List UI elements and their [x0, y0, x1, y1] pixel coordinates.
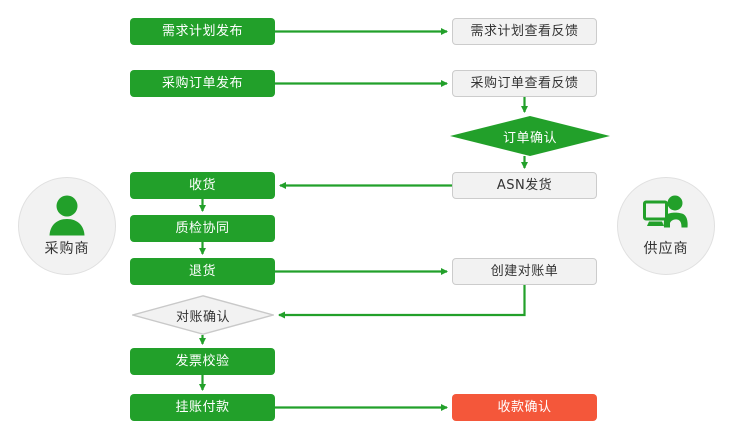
node-label: 发票校验 [175, 354, 230, 369]
role-badge-supplier: 供应商 [617, 177, 715, 275]
node-asn-shipment[interactable]: ASN发货 [452, 172, 597, 199]
node-label: 收货 [188, 178, 216, 193]
user-computer-icon [643, 195, 688, 228]
node-label: 需求计划发布 [161, 24, 243, 39]
node-order-confirm[interactable]: 订单确认 [450, 116, 610, 156]
node-label: 采购订单发布 [161, 76, 243, 91]
role-label-supplier: 供应商 [643, 241, 689, 257]
node-label: 采购订单查看反馈 [470, 76, 579, 91]
role-badge-buyer: 采购商 [18, 177, 116, 275]
node-purchase-order-publish[interactable]: 采购订单发布 [130, 70, 275, 97]
node-label: 退货 [188, 264, 216, 279]
node-receipt-confirm[interactable]: 收款确认 [452, 394, 597, 421]
role-label-buyer: 采购商 [44, 241, 90, 257]
node-label: 收款确认 [497, 400, 552, 415]
node-label: 创建对账单 [490, 264, 559, 279]
node-demand-plan-publish[interactable]: 需求计划发布 [130, 18, 275, 45]
node-label: 挂账付款 [175, 400, 230, 415]
node-statement-confirm[interactable]: 对账确认 [132, 295, 274, 335]
node-create-statement[interactable]: 创建对账单 [452, 258, 597, 285]
node-label: 对账确认 [175, 309, 230, 325]
node-invoice-verify[interactable]: 发票校验 [130, 348, 275, 375]
node-label: ASN发货 [496, 178, 553, 193]
user-icon [49, 195, 85, 236]
node-label: 需求计划查看反馈 [470, 24, 579, 39]
node-payable-payment[interactable]: 挂账付款 [130, 394, 275, 421]
edge-statement-to-recon [278, 285, 526, 319]
node-label: 质检协同 [175, 221, 230, 236]
node-return-goods[interactable]: 退货 [130, 258, 275, 285]
node-purchase-order-feedback[interactable]: 采购订单查看反馈 [452, 70, 597, 97]
node-label: 订单确认 [502, 130, 557, 146]
node-quality-collab[interactable]: 质检协同 [130, 215, 275, 242]
node-demand-plan-feedback[interactable]: 需求计划查看反馈 [452, 18, 597, 45]
node-receive-goods[interactable]: 收货 [130, 172, 275, 199]
